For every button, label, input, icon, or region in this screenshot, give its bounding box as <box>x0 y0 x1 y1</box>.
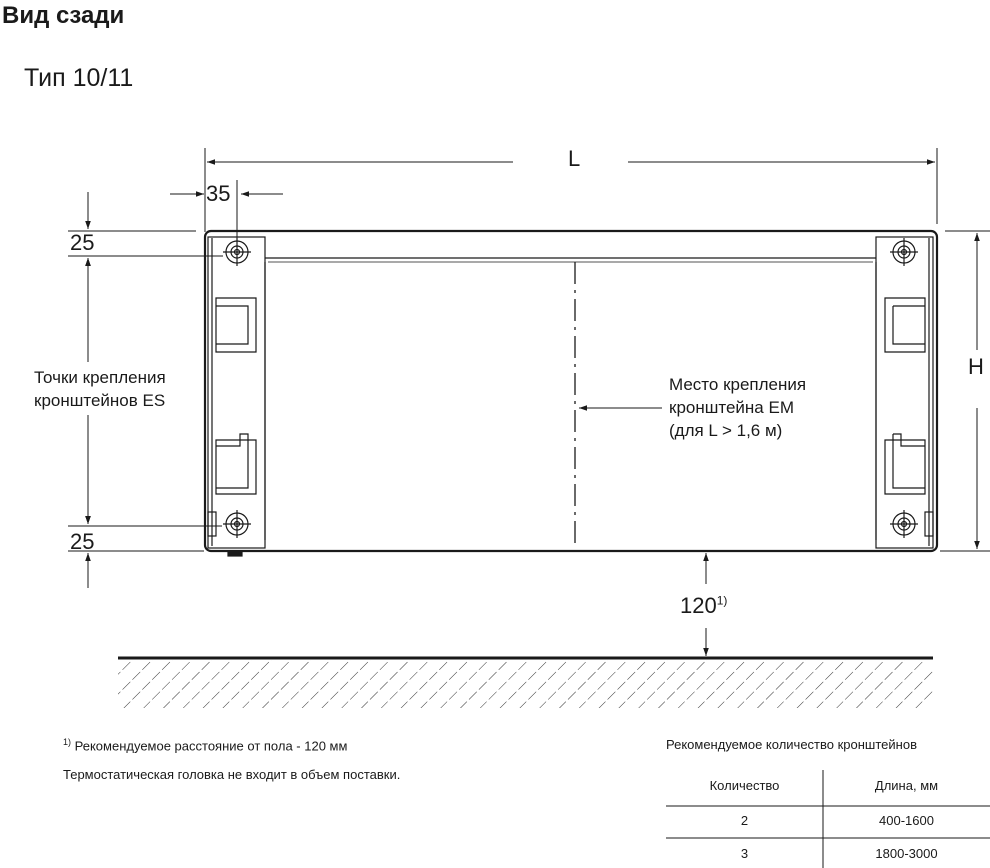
footnote: 1) Рекомендуемое расстояние от пола - 12… <box>63 737 348 754</box>
right-bracket-strip <box>875 236 934 549</box>
dim-top-25-label: 25 <box>70 230 95 255</box>
table-cell-count-2: 3 <box>740 846 749 861</box>
es-label: Точки крепления кронштейнов ES <box>34 368 166 410</box>
table-cell-length-2: 1800-3000 <box>875 846 938 861</box>
table-cell-length-1: 400-1600 <box>879 813 934 828</box>
thermostat-note: Термостатическая головка не входит в объ… <box>63 767 401 782</box>
dim-l-label: L <box>568 146 581 171</box>
table-cell-count-1: 2 <box>740 813 749 828</box>
dim-35-label: 35 <box>206 181 231 206</box>
table-title: Рекомендуемое количество кронштейнов <box>666 737 917 752</box>
dim-bottom-25-label: 25 <box>70 529 95 554</box>
radiator-outline <box>203 229 939 553</box>
floor-gap-label: 1201) <box>680 593 728 618</box>
page-title: Вид сзади <box>2 2 125 29</box>
table-header-length: Длина, мм <box>874 778 939 793</box>
left-bracket-strip <box>207 236 266 557</box>
table-header-count: Количество <box>709 778 780 793</box>
dim-h-label: H <box>968 354 984 379</box>
floor-hatching <box>118 660 933 708</box>
em-label: Место крепления кронштейна EM (для L > 1… <box>669 375 807 440</box>
page-subtitle: Тип 10/11 <box>24 64 134 92</box>
